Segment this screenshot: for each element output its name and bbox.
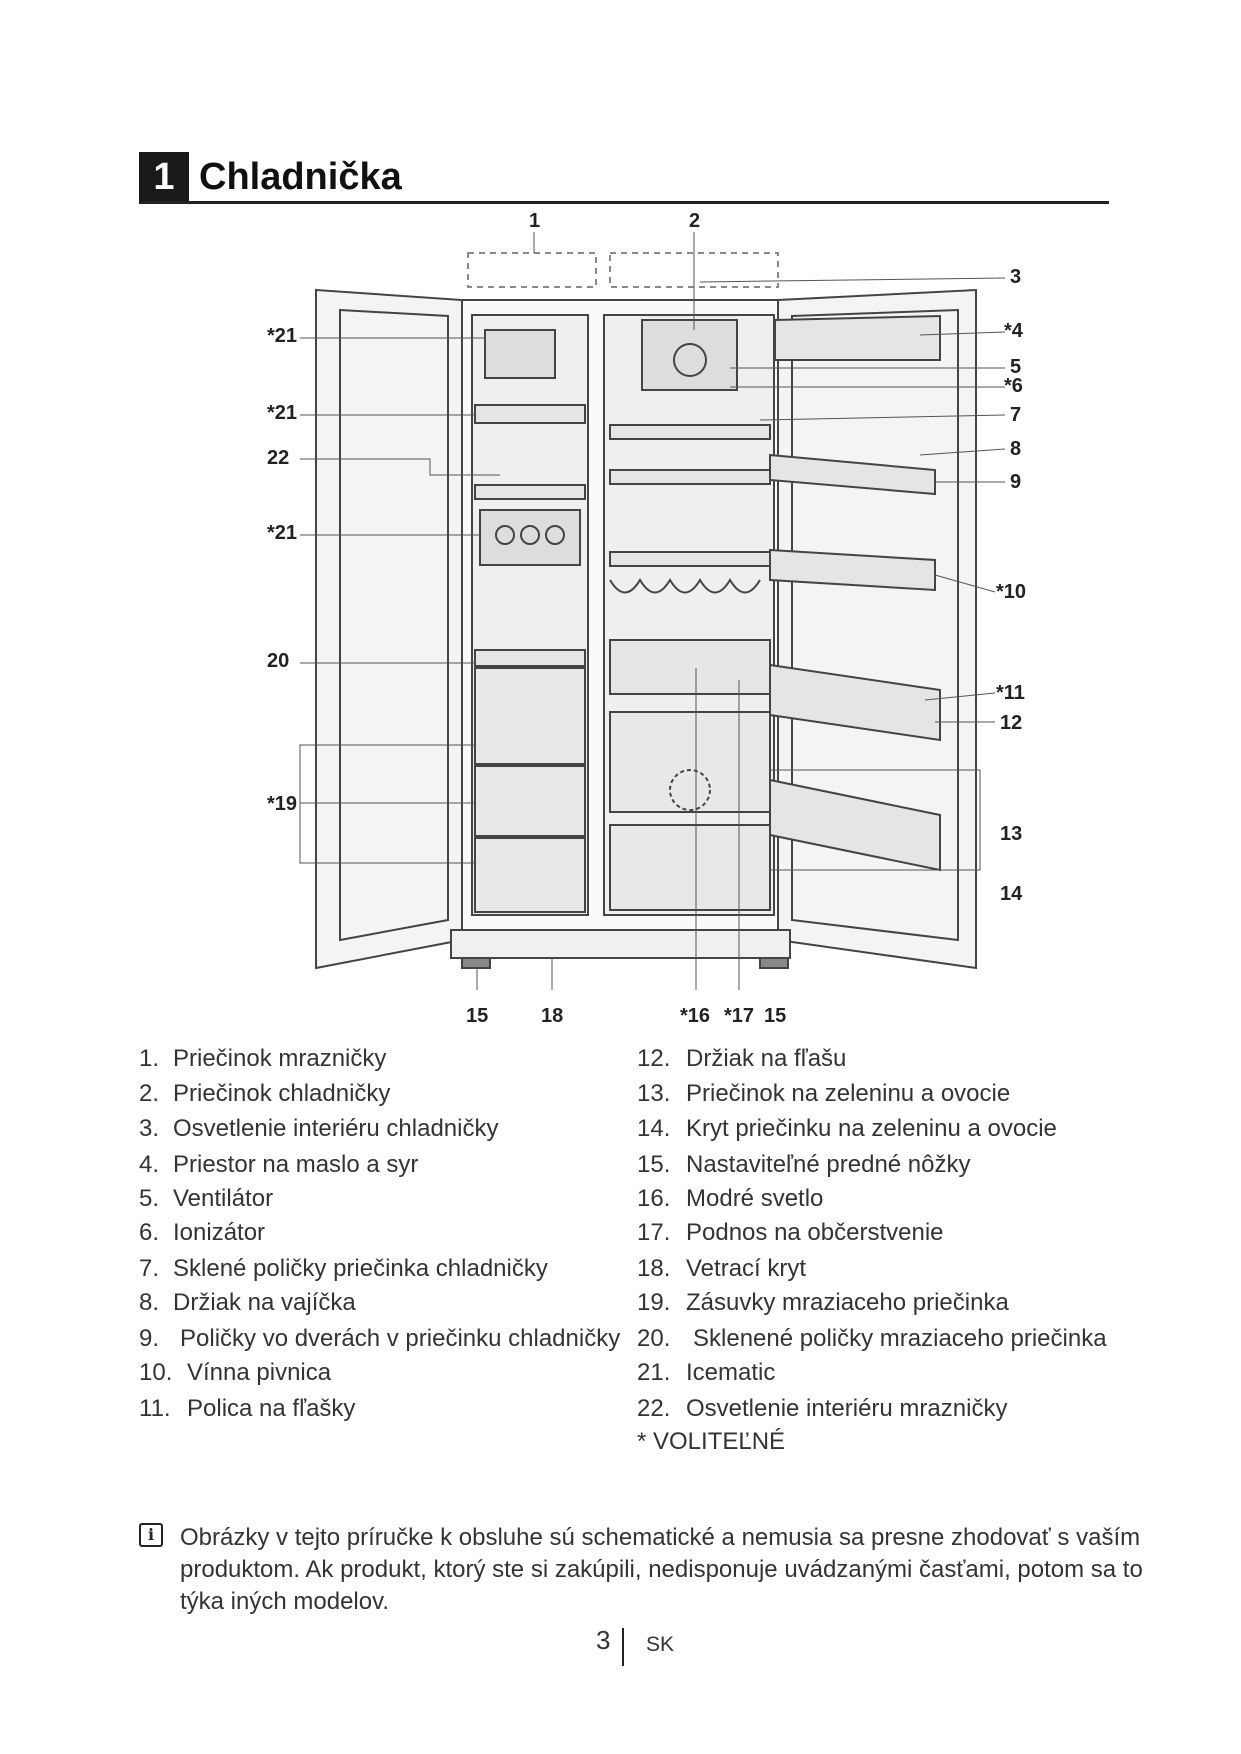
callout-13: 13 — [1000, 823, 1022, 845]
title-rule — [139, 201, 1109, 204]
callout-6: *6 — [1004, 375, 1023, 397]
leader-lines — [299, 232, 1006, 990]
foot-left — [461, 957, 491, 969]
fridge-diagram: 1 2 3 *4 5 *6 7 8 9 *10 *11 12 13 14 *21… — [267, 210, 1026, 1027]
foot-right — [759, 957, 789, 969]
page-divider — [622, 1628, 624, 1666]
callout-8: 8 — [1010, 438, 1021, 460]
ventilation-cover — [450, 929, 791, 959]
list-item: 22.Osvetlenie interiéru mrazničky — [637, 1395, 1008, 1422]
callout-10: *10 — [996, 581, 1026, 603]
info-line: týka iných modelov. — [180, 1588, 389, 1615]
list-item: 8.Držiak na vajíčka — [139, 1289, 356, 1316]
list-item: 14.Kryt priečinku na zeleninu a ovocie — [637, 1115, 1057, 1142]
list-item: 3.Osvetlenie interiéru chladničky — [139, 1115, 499, 1142]
page-title: Chladnička — [199, 156, 402, 198]
freezer-door — [315, 288, 463, 970]
list-item: 11.Polica na fľašky — [139, 1395, 356, 1422]
callout-7: 7 — [1010, 404, 1021, 426]
info-line: produktom. Ak produkt, ktorý ste si zakú… — [180, 1556, 1143, 1583]
fridge-compartment — [603, 314, 775, 916]
callout-3: 3 — [1010, 266, 1021, 288]
callout-4: *4 — [1004, 320, 1024, 342]
callout-21a: *21 — [267, 325, 297, 347]
list-item: 20.Sklenené poličky mraziaceho priečinka — [637, 1325, 1107, 1352]
info-line: Obrázky v tejto príručke k obsluhe sú sc… — [180, 1524, 1141, 1551]
callout-1: 1 — [529, 210, 540, 232]
callout-21c: *21 — [267, 522, 297, 544]
page-language: SK — [646, 1633, 675, 1656]
list-item: 18.Vetrací kryt — [637, 1255, 807, 1282]
list-item: 1.Priečinok mrazničky — [139, 1045, 387, 1072]
list-item: 6.Ionizátor — [139, 1219, 266, 1246]
callout-14: 14 — [1000, 883, 1023, 905]
callout-18: 18 — [541, 1005, 563, 1027]
freezer-top-dashed — [467, 252, 597, 288]
callout-2: 2 — [689, 210, 700, 232]
list-item: 13.Priečinok na zeleninu a ovocie — [637, 1080, 1011, 1107]
icematic — [484, 329, 556, 379]
callout-17: *17 — [724, 1005, 754, 1027]
callout-20: 20 — [267, 650, 289, 672]
list-item: 17.Podnos na občerstvenie — [637, 1219, 944, 1246]
list-item: 21.Icematic — [637, 1359, 776, 1386]
list-item: 19.Zásuvky mraziaceho priečinka — [637, 1289, 1009, 1316]
callout-21b: *21 — [267, 402, 297, 424]
optional-note: * VOLITEĽNÉ — [637, 1428, 786, 1455]
callout-9: 9 — [1010, 471, 1021, 493]
list-item: 5.Ventilátor — [139, 1185, 274, 1212]
fridge-door — [777, 288, 977, 970]
callout-12: 12 — [1000, 712, 1022, 734]
callout-16: *16 — [680, 1005, 710, 1027]
callout-11: *11 — [996, 682, 1025, 704]
info-icon: i — [139, 1523, 163, 1547]
callout-5: 5 — [1010, 356, 1021, 378]
list-item: 4.Priestor na maslo a syr — [139, 1151, 419, 1178]
list-item: 7.Sklené poličky priečinka chladničky — [139, 1255, 548, 1282]
list-item: 2.Priečinok chladničky — [139, 1080, 391, 1107]
callout-22: 22 — [267, 447, 289, 469]
list-item: 15.Nastaviteľné predné nôžky — [637, 1151, 971, 1178]
callout-15b: 15 — [764, 1005, 786, 1027]
list-item: 9.Poličky vo dverách v priečinku chladni… — [139, 1325, 621, 1352]
list-item: 16.Modré svetlo — [637, 1185, 824, 1212]
callout-19: *19 — [267, 793, 297, 815]
freezer-door-inner — [339, 308, 449, 942]
page-number: 3 — [596, 1625, 611, 1655]
wine-rack — [609, 578, 761, 594]
list-item: 12.Držiak na fľašu — [637, 1045, 847, 1072]
callout-15a: 15 — [466, 1005, 488, 1027]
fan — [641, 319, 738, 391]
section-number: 1 — [139, 152, 189, 203]
list-item: 10.Vínna pivnica — [139, 1359, 332, 1386]
